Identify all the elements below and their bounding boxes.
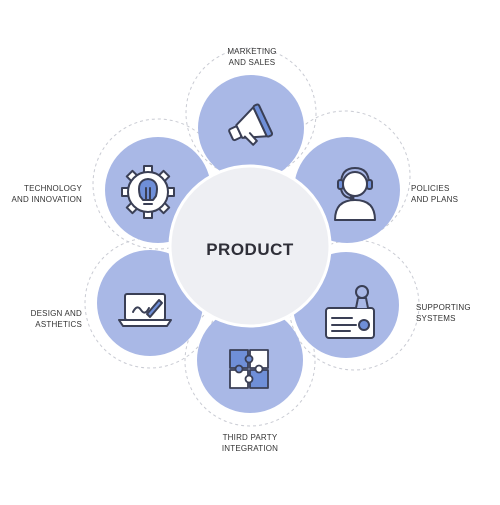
label-technology-line-2: AND INNOVATION <box>11 195 82 204</box>
label-supporting-line-1: SUPPORTING <box>416 303 471 312</box>
id-card-icon <box>325 285 375 339</box>
laptop-pen-icon <box>118 293 172 327</box>
label-policies-line-1: POLICIES <box>411 184 450 193</box>
ring-policies <box>279 110 411 242</box>
label-supporting-line-2: SYSTEMS <box>416 314 456 323</box>
label-marketing: MARKETING AND SALES <box>212 46 292 68</box>
label-technology: TECHNOLOGY AND INNOVATION <box>2 183 82 205</box>
gear-bulb-icon <box>121 165 175 219</box>
label-supporting: SUPPORTING SYSTEMS <box>416 302 486 324</box>
support-agent-icon <box>334 167 376 221</box>
label-design-line-1: DESIGN AND <box>30 309 82 318</box>
center-title: PRODUCT <box>206 240 294 259</box>
label-policies-line-2: AND PLANS <box>411 195 459 204</box>
puzzle-icon <box>229 349 269 389</box>
ring-marketing <box>185 47 317 179</box>
label-policies: POLICIES AND PLANS <box>411 183 481 205</box>
label-marketing-line-2: AND SALES <box>228 58 276 67</box>
megaphone-icon <box>228 103 274 146</box>
ring-supporting <box>288 239 420 371</box>
label-marketing-line-1: MARKETING <box>227 47 277 56</box>
label-technology-line-1: TECHNOLOGY <box>23 184 82 193</box>
label-third-party: THIRD PARTY INTEGRATION <box>210 432 290 454</box>
label-third-party-line-1: THIRD PARTY <box>222 433 278 442</box>
label-design: DESIGN AND ASTHETICS <box>4 308 82 330</box>
ring-third-party <box>184 295 316 427</box>
label-third-party-line-2: INTEGRATION <box>221 444 279 453</box>
center-circle <box>168 164 332 328</box>
label-design-line-2: ASTHETICS <box>35 320 82 329</box>
